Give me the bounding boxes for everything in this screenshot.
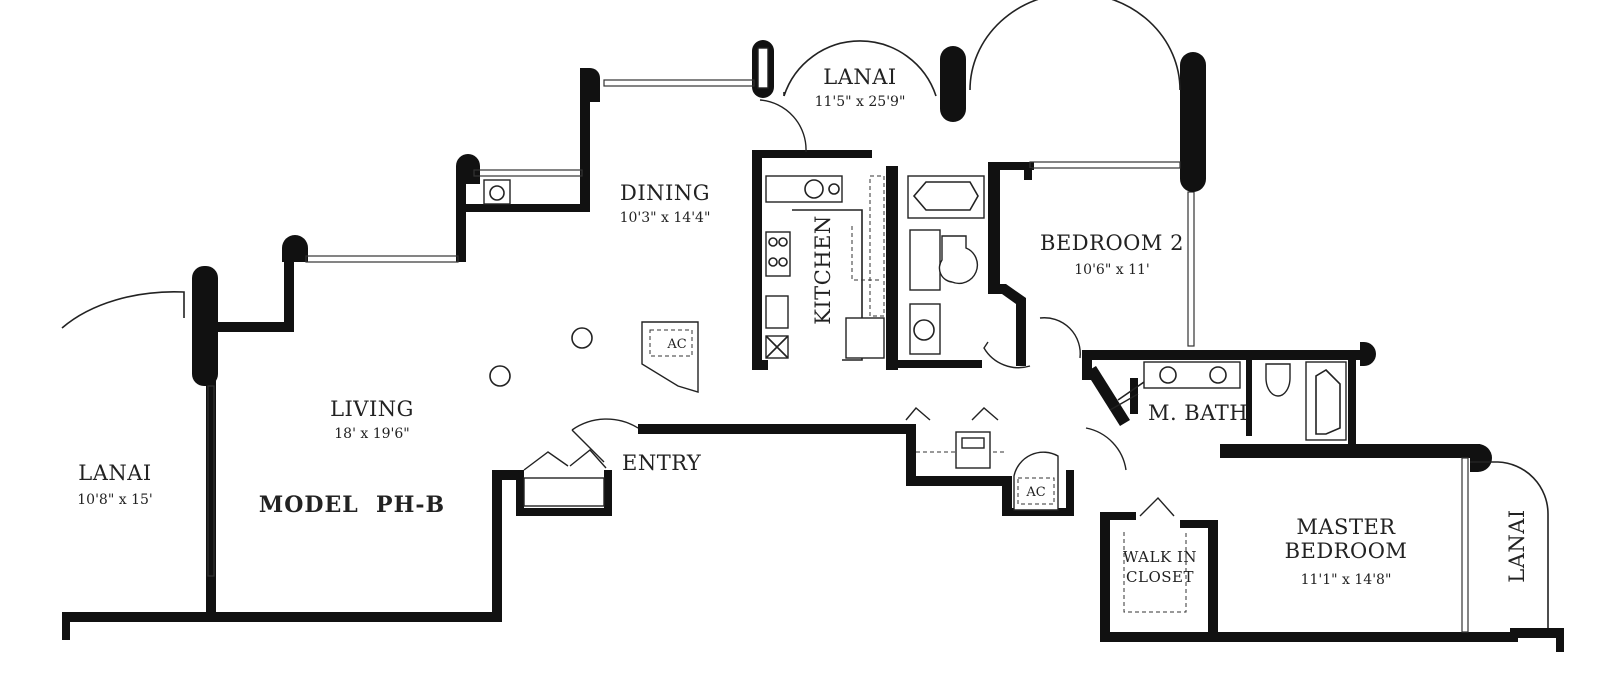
master-name-2: BEDROOM bbox=[1285, 539, 1408, 563]
lanai-top-name: LANAI bbox=[823, 65, 896, 89]
master-name-1: MASTER bbox=[1296, 515, 1396, 539]
dining-dims: 10'3" x 14'4" bbox=[620, 210, 711, 226]
lanai-left-dims: 10'8" x 15' bbox=[77, 492, 152, 508]
master-dims: 11'1" x 14'8" bbox=[1301, 572, 1392, 588]
lanai-left-name: LANAI bbox=[78, 461, 151, 485]
lanai-top-dims: 11'5" x 25'9" bbox=[815, 94, 906, 110]
ac2-label: AC bbox=[1025, 485, 1045, 500]
model-title: MODEL PH-B bbox=[259, 492, 445, 518]
closet-name-1: WALK IN bbox=[1123, 548, 1197, 566]
details bbox=[61, 0, 1549, 628]
bedroom2-dims: 10'6" x 11' bbox=[1074, 262, 1149, 278]
closet-name-2: CLOSET bbox=[1126, 568, 1194, 586]
mbath-name: M. BATH bbox=[1148, 401, 1248, 425]
labels: LANAI 11'5" x 25'9" DINING 10'3" x 14'4"… bbox=[77, 65, 1529, 588]
living-dims: 18' x 19'6" bbox=[334, 426, 409, 442]
ac1-label: AC bbox=[666, 337, 686, 352]
lanai-right-name: LANAI bbox=[1505, 509, 1529, 582]
kitchen-name: KITCHEN bbox=[811, 215, 835, 325]
dining-name: DINING bbox=[620, 181, 710, 205]
living-name: LIVING bbox=[330, 397, 414, 421]
entry-name: ENTRY bbox=[622, 451, 702, 475]
walls bbox=[62, 40, 1564, 652]
bedroom2-name: BEDROOM 2 bbox=[1040, 231, 1184, 255]
